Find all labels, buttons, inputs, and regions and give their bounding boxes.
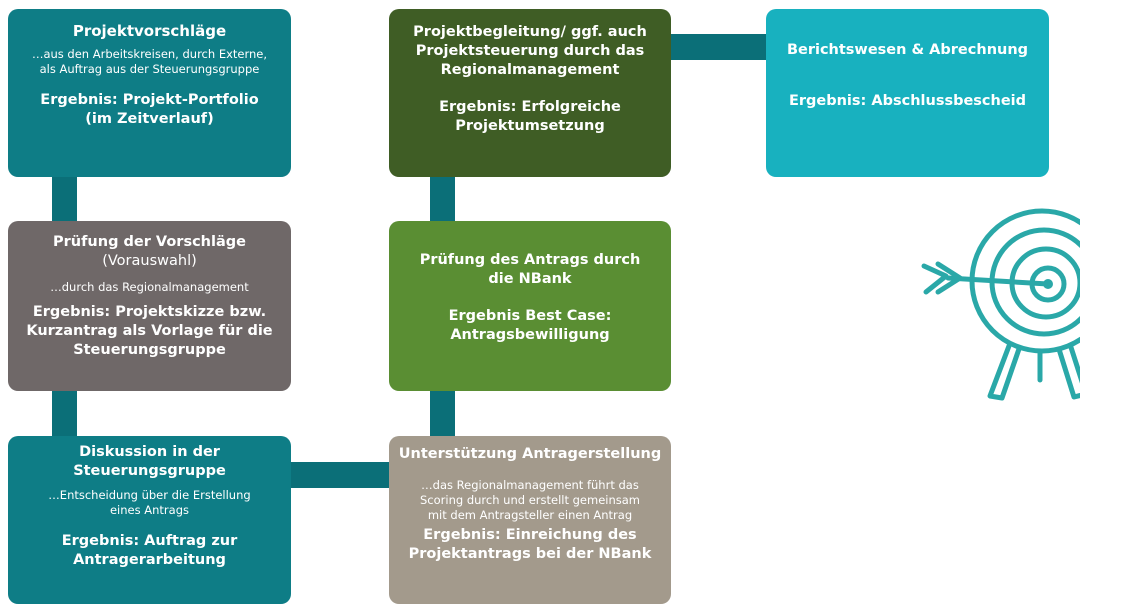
box-title: Prüfung des Antrags durch die NBank (419, 252, 641, 287)
target-with-arrow-icon (921, 208, 1080, 401)
box-pruefung-vorschlaege: Prüfung der Vorschläge (Vorauswahl) …dur… (8, 221, 291, 391)
box-title-note: (Vorauswahl) (102, 253, 197, 269)
connector-begleitung-bericht (670, 34, 767, 60)
box-title: Projektvorschläge (72, 22, 227, 40)
box-result: Ergebnis: Projektskizze bzw. Kurzantrag … (26, 304, 273, 358)
connector-nbank-begleitung (430, 177, 455, 221)
box-result: Ergebnis: Einreichung des Projektantrags… (408, 527, 652, 562)
connector-pruefung-diskussion (52, 391, 77, 436)
connector-unterstuetzung-nbank (430, 391, 455, 436)
box-description: …das Regionalmanagement führt das Scorin… (420, 478, 640, 522)
box-pruefung-nbank: Prüfung des Antrags durch die NBank Erge… (389, 221, 671, 391)
box-title: Projektbegleitung/ ggf. auch Projektsteu… (413, 24, 647, 78)
box-diskussion-steuerungsgruppe: Diskussion in der Steuerungsgruppe …Ents… (8, 436, 291, 604)
box-result: Ergebnis: Projekt-Portfolio (im Zeitverl… (40, 92, 259, 127)
box-result: Ergebnis Best Case: Antragsbewilligung (448, 308, 612, 343)
box-title: Diskussion in der Steuerungsgruppe (73, 444, 226, 479)
box-result: Ergebnis: Auftrag zur Antragerarbeitung (61, 533, 238, 568)
box-projektbegleitung: Projektbegleitung/ ggf. auch Projektsteu… (389, 9, 671, 177)
box-unterstuetzung-antragerstellung: Unterstützung Antragerstellung …das Regi… (389, 436, 671, 604)
box-result: Ergebnis: Erfolgreiche Projektumsetzung (439, 99, 621, 134)
connector-diskussion-unterstuetzung (291, 462, 389, 488)
box-result: Ergebnis: Abschlussbescheid (788, 93, 1027, 109)
box-title: Unterstützung Antragerstellung (398, 446, 662, 462)
connector-vorschlaege-pruefung (52, 177, 77, 221)
box-projektvorschlaege: Projektvorschläge …aus den Arbeitskreise… (8, 9, 291, 177)
box-title: Prüfung der Vorschläge (53, 234, 246, 250)
box-description: …durch das Regionalmanagement (50, 280, 249, 294)
box-berichtswesen-abrechnung: Berichtswesen & Abrechnung Ergebnis: Abs… (766, 9, 1049, 177)
box-title: Berichtswesen & Abrechnung (786, 42, 1029, 58)
box-description: …aus den Arbeitskreisen, durch Externe, … (31, 47, 268, 76)
box-description: …Entscheidung über die Erstellung eines … (48, 488, 251, 517)
